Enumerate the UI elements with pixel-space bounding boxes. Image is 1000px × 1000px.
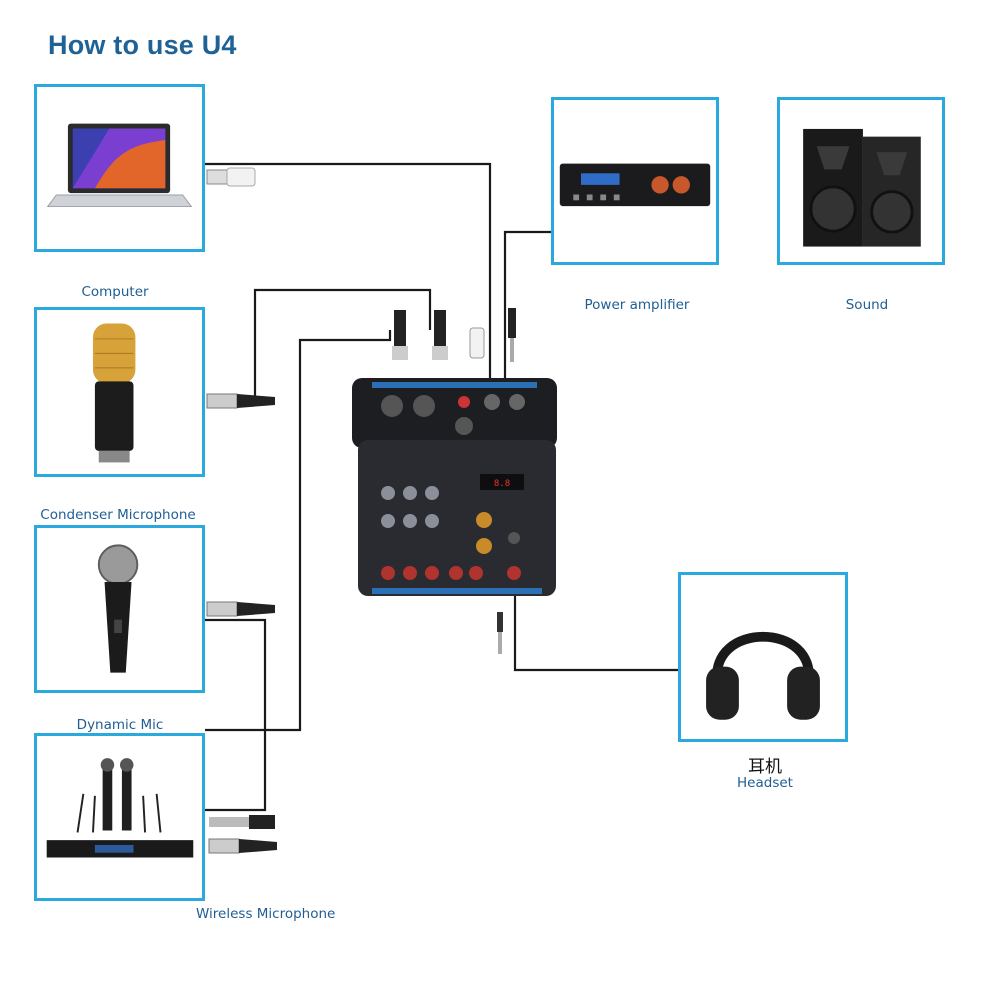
wire-headset xyxy=(513,585,680,672)
wire-computer-usb xyxy=(205,162,492,385)
sound-box xyxy=(777,97,945,265)
condenser-microphone-box xyxy=(34,307,205,477)
power-amplifier-label: Power amplifier xyxy=(584,297,690,313)
sound-label: Sound xyxy=(845,297,889,313)
audio-jack-icon xyxy=(497,612,503,654)
usb-plug-icon xyxy=(206,167,256,187)
power-amplifier-box xyxy=(551,97,719,265)
condenser-microphone-label: Condenser Microphone xyxy=(40,507,196,523)
svg-text:8.8: 8.8 xyxy=(494,479,510,489)
wireless-microphone-box xyxy=(34,733,205,901)
wire-dynamic-mic xyxy=(205,618,267,812)
laptop-icon xyxy=(46,123,193,208)
headset-label-cn: 耳机 xyxy=(748,757,782,777)
power-amplifier-icon xyxy=(559,163,711,207)
condenser-microphone-icon xyxy=(92,323,136,463)
wire-dynamic-mic-b xyxy=(205,330,392,732)
u4-mixer-icon: 8.8 xyxy=(352,378,557,596)
wireless-microphone-label: Wireless Microphone xyxy=(196,906,336,922)
computer-box xyxy=(34,84,205,252)
xlr-plug-icon-2 xyxy=(206,601,275,617)
top-connectors-icon xyxy=(392,308,516,362)
dynamic-microphone-box xyxy=(34,525,205,693)
dynamic-microphone-icon xyxy=(97,544,139,673)
headphones-icon xyxy=(706,631,820,720)
speakers-icon xyxy=(803,128,921,247)
page-title: How to use U4 xyxy=(48,30,237,60)
jack-and-xlr-plugs-icon xyxy=(208,815,277,854)
wireless-microphone-receiver-icon xyxy=(46,758,194,858)
xlr-plug-icon xyxy=(206,393,275,409)
headset-box xyxy=(678,572,848,742)
wire-power-amp xyxy=(503,230,553,385)
computer-label: Computer xyxy=(81,284,149,300)
dynamic-microphone-label: Dynamic Mic xyxy=(76,717,164,733)
headset-label: Headset xyxy=(737,775,793,791)
